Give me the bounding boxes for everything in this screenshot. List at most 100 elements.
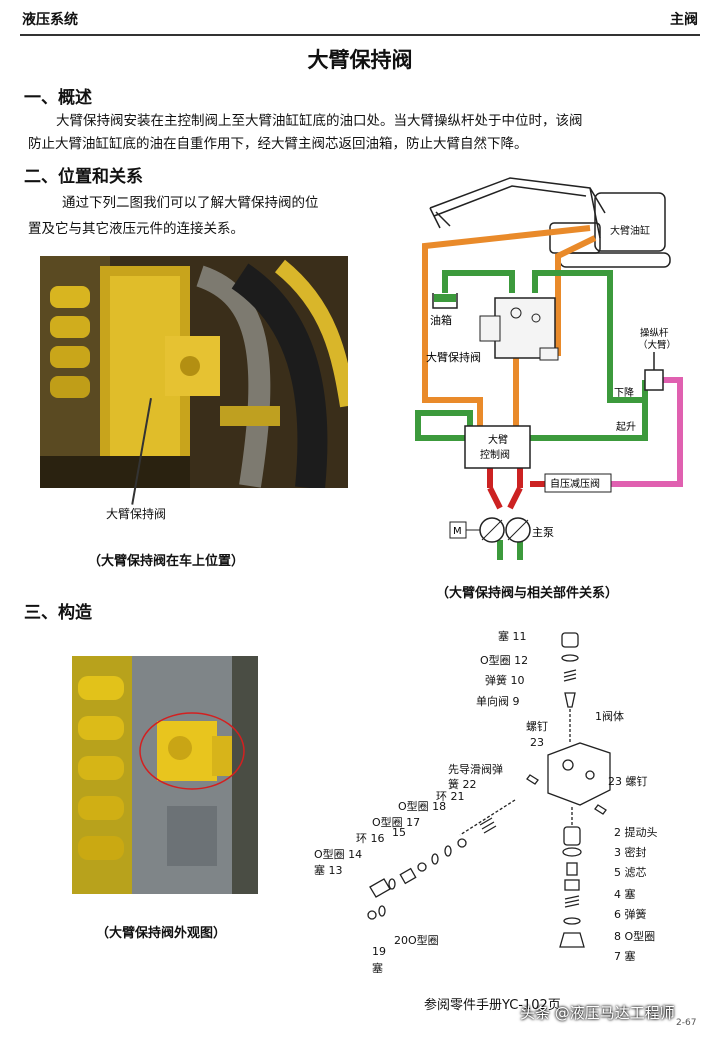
- part-label-text: 密封: [624, 846, 647, 859]
- page-number: 2-67: [676, 1018, 697, 1028]
- part-label-text: 弹簧: [485, 674, 507, 687]
- part-label-text: 22: [462, 778, 477, 791]
- part-label-text: 先导滑阀弹簧: [448, 763, 503, 791]
- part-plug-4: [564, 879, 580, 891]
- part-pilot-spring-22: [479, 817, 497, 834]
- part-label-text: 14: [348, 848, 363, 861]
- part-label-text: 螺钉: [625, 775, 648, 788]
- lever-label: 操纵杆: [640, 327, 669, 339]
- part-label-text: 21: [450, 790, 465, 803]
- raise-label: 起升: [616, 421, 636, 433]
- part-label-text: 9: [512, 695, 520, 708]
- part-label-17: O型圈 17: [372, 814, 420, 830]
- part-label-text: 2: [614, 826, 621, 839]
- part-label-21: 环 21: [436, 788, 465, 804]
- part-label-text: O型圈: [372, 816, 403, 829]
- reducing-valve-symbol: [544, 473, 612, 493]
- part-check-valve-9: [564, 692, 576, 708]
- part-label-19: 塞: [372, 962, 383, 975]
- part-oring-8: [563, 917, 581, 925]
- part-label-10: 弹簧 10: [485, 672, 525, 688]
- page-title: 大臂保持阀: [307, 48, 413, 72]
- part-label-text: 8: [614, 930, 621, 943]
- part-label-23-left-num: 23: [530, 736, 544, 749]
- valve-external-photo: [72, 656, 258, 894]
- control-valve-label-1: 大臂: [488, 433, 508, 446]
- lever-sub-label: （大臂）: [638, 339, 676, 351]
- part-label-text: 3: [614, 846, 621, 859]
- part-label-text: 23: [608, 775, 622, 788]
- motor-label: M: [453, 526, 462, 537]
- part-label-text: 7: [614, 950, 621, 963]
- part-label-4: 4 塞: [614, 886, 636, 902]
- part-label-text: 环: [356, 832, 367, 845]
- watermark: 头条 @液压马达工程师: [520, 1004, 675, 1022]
- header-divider: [20, 34, 700, 36]
- lower-label: 下降: [614, 386, 634, 399]
- part-screw-23-right: [594, 804, 607, 815]
- part-15: [399, 867, 417, 885]
- part-label-23-right: 23 螺钉: [608, 773, 648, 789]
- part-label-text: 弹簧: [624, 908, 647, 921]
- part-label-text: 10: [510, 674, 525, 687]
- part-spring-10: [563, 669, 577, 682]
- part-label-text: 18: [432, 800, 447, 813]
- part-seal-3: [562, 847, 582, 857]
- part-label-text: 环: [436, 790, 447, 803]
- part-label-text: 塞: [314, 864, 325, 877]
- part-spring-6: [564, 895, 580, 908]
- part-label-5: 5 滤芯: [614, 864, 647, 880]
- part-oring-20: [378, 905, 386, 917]
- part-label-text: O型圈: [480, 654, 511, 667]
- part-label-16: 环 16: [356, 830, 385, 846]
- part-label-15: 15: [392, 826, 406, 839]
- part-label-text: O型圈: [624, 930, 656, 943]
- part-label-text: O型圈: [398, 800, 429, 813]
- part-label-7: 7 塞: [614, 948, 636, 964]
- part-label-text: 6: [614, 908, 621, 921]
- part-label-13: 塞 13: [314, 862, 343, 878]
- part-label-14: O型圈 14: [314, 846, 362, 862]
- part-oring-17: [431, 853, 439, 865]
- photo-label: 大臂保持阀: [106, 507, 167, 521]
- header-right: 主阀: [670, 12, 698, 28]
- part-plug-13: [369, 878, 391, 898]
- footer-reference: 参阅零件手册YC-102页: [424, 998, 561, 1013]
- part-oring-12: [561, 654, 579, 662]
- section3-heading: 三、构造: [24, 603, 92, 623]
- part-label-text: 1: [595, 710, 602, 723]
- part-label-19-num: 19: [372, 945, 386, 958]
- part-oring-18: [444, 845, 452, 857]
- section1-line1: 大臂保持阀安装在主控制阀上至大臂油缸缸底的油口处。当大臂操纵杆处于中位时，该阀: [56, 113, 583, 129]
- part-label-text: 塞: [624, 888, 636, 901]
- part-plug-19: [367, 910, 377, 920]
- section1-line2: 防止大臂油缸缸底的油在自重作用下，经大臂主阀芯返回油箱，防止大臂自然下降。: [28, 136, 528, 152]
- hydraulic-diagram: 大臂油缸 油箱 大臂保持阀 操纵杆 （大臂）: [400, 168, 700, 568]
- cylinder-label: 大臂油缸: [610, 224, 650, 237]
- part-label-text: O型圈: [314, 848, 345, 861]
- part-label-23-left: 螺钉: [526, 718, 548, 734]
- section2-line2: 置及它与其它液压元件的连接关系。: [28, 221, 244, 237]
- tank-symbol: [432, 293, 458, 309]
- part-label-text: 4: [614, 888, 621, 901]
- part-label-text: O型圈: [408, 934, 439, 947]
- part-label-18: O型圈 18: [398, 798, 446, 814]
- section1-heading: 一、概述: [24, 88, 92, 108]
- section2-line1: 通过下列二图我们可以了解大臂保持阀的位: [62, 195, 319, 211]
- part-label-20: 20O型圈: [394, 932, 439, 948]
- part-ring-21: [457, 838, 467, 848]
- part-label-text: 16: [370, 832, 385, 845]
- part-poppet-2: [563, 826, 581, 846]
- part-plug-7: [559, 932, 585, 948]
- lever-symbol: [644, 369, 664, 391]
- photo2-caption: （大臂保持阀外观图）: [96, 926, 227, 941]
- part-label-text: 13: [328, 864, 343, 877]
- part-filter-5: [566, 862, 578, 876]
- diagram-caption: （大臂保持阀与相关部件关系）: [436, 586, 619, 601]
- part-label-text: 塞: [624, 950, 636, 963]
- main-pump-label: 主泵: [532, 526, 554, 539]
- part-label-text: 阀体: [602, 710, 624, 723]
- valve-location-photo: [40, 256, 348, 488]
- part-ring-16: [417, 862, 427, 872]
- part-label-text: 滤芯: [624, 866, 647, 879]
